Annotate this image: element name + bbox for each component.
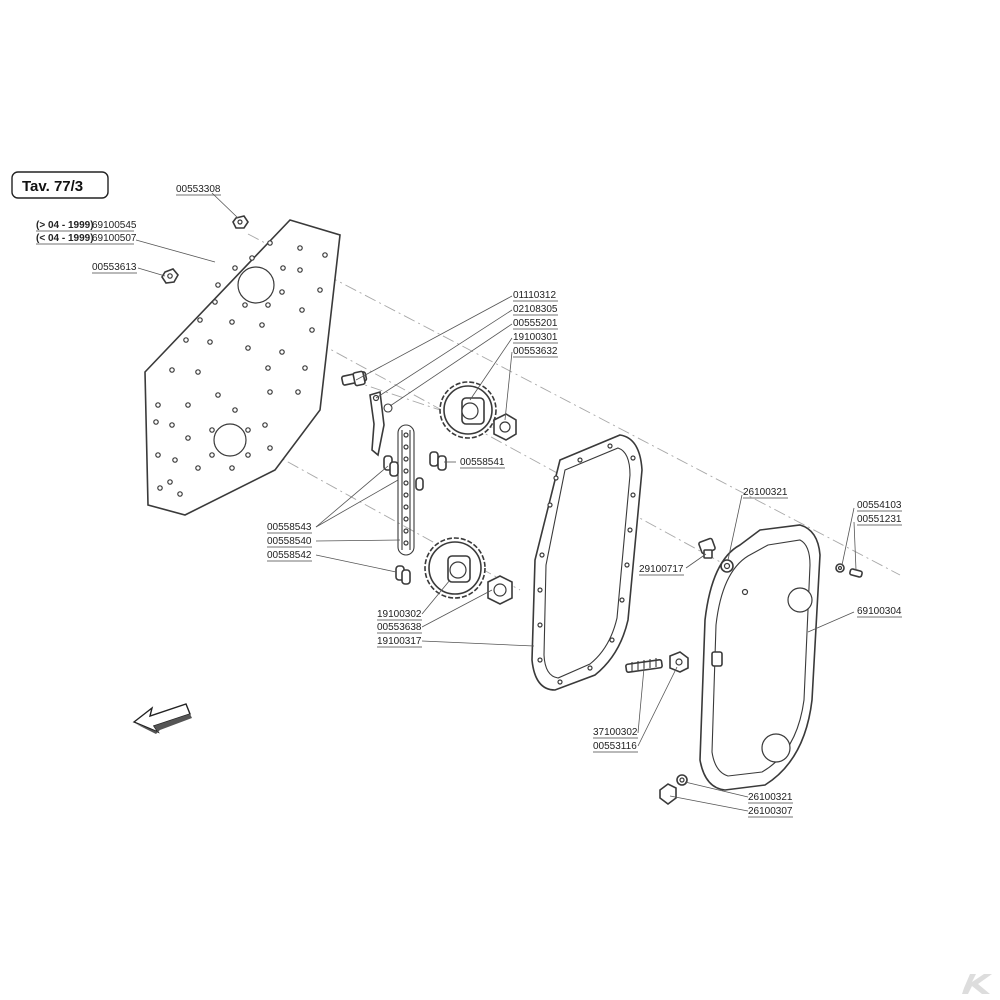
label-02108305: 02108305 — [513, 304, 558, 315]
label-26100307: 26100307 — [748, 806, 793, 817]
label-00558543: 00558543 — [267, 522, 312, 533]
lower-sprocket — [424, 537, 486, 599]
label-plate-old-date: (< 04 - 1999) — [36, 233, 94, 244]
tensioner-assembly — [341, 370, 393, 457]
label-00554103: 00554103 — [857, 500, 902, 511]
label-00558540: 00558540 — [267, 536, 312, 547]
label-00553632: 00553632 — [513, 346, 558, 357]
nut-00553613 — [161, 268, 179, 284]
chain-cover — [699, 524, 821, 791]
label-69100507: 69100507 — [92, 233, 137, 244]
chain-link-00558542 — [395, 565, 411, 585]
label-00551231: 00551231 — [857, 514, 902, 525]
cover-bolt — [835, 563, 863, 578]
label-29100717: 29100717 — [639, 564, 684, 575]
chain-link-00558543 — [383, 455, 399, 477]
lower-lock-nut — [487, 575, 513, 605]
washer-top — [720, 559, 734, 573]
label-01110312: 01110312 — [513, 290, 556, 301]
label-00553308: 00553308 — [176, 184, 221, 195]
stud-nut — [669, 651, 689, 673]
label-00553613: 00553613 — [92, 262, 137, 273]
watermark-logo-icon — [962, 974, 992, 994]
label-69100304: 69100304 — [857, 606, 902, 617]
label-00558542: 00558542 — [267, 550, 312, 561]
label-19100317: 19100317 — [377, 636, 422, 647]
roller-chain — [397, 424, 415, 556]
label-00555201: 00555201 — [513, 318, 558, 329]
label-plate-new-date: (> 04 - 1999) — [36, 220, 94, 231]
label-19100302: 19100302 — [377, 609, 422, 620]
label-19100301: 19100301 — [513, 332, 558, 343]
chain-link-00558541 — [429, 451, 447, 471]
gasket-bolt-holes — [537, 443, 636, 685]
direction-arrow-icon — [132, 703, 192, 734]
breather-plug — [698, 537, 716, 559]
label-69100545: 69100545 — [92, 220, 137, 231]
leader-lines — [135, 192, 857, 812]
table-title-tag: Tav. 77/3 — [11, 171, 109, 199]
upper-sprocket — [439, 381, 497, 439]
label-00558541: 00558541 — [460, 457, 505, 468]
label-26100321-top: 26100321 — [743, 487, 788, 498]
label-00553116: 00553116 — [593, 741, 637, 752]
nut-00553308 — [232, 215, 249, 229]
threaded-stud — [625, 658, 663, 674]
label-26100321-bottom: 26100321 — [748, 792, 793, 803]
mounting-plate — [144, 219, 341, 516]
table-title: Tav. 77/3 — [22, 178, 83, 195]
drain-plug — [659, 774, 688, 805]
label-00553638: 00553638 — [377, 622, 422, 633]
part-labels: 00553308 (> 04 - 1999) 69100545 (< 04 - … — [36, 184, 902, 818]
chain-link-small — [415, 477, 424, 491]
plate-bolt-holes — [153, 240, 328, 497]
cover-gasket — [531, 434, 643, 691]
label-37100302: 37100302 — [593, 727, 638, 738]
